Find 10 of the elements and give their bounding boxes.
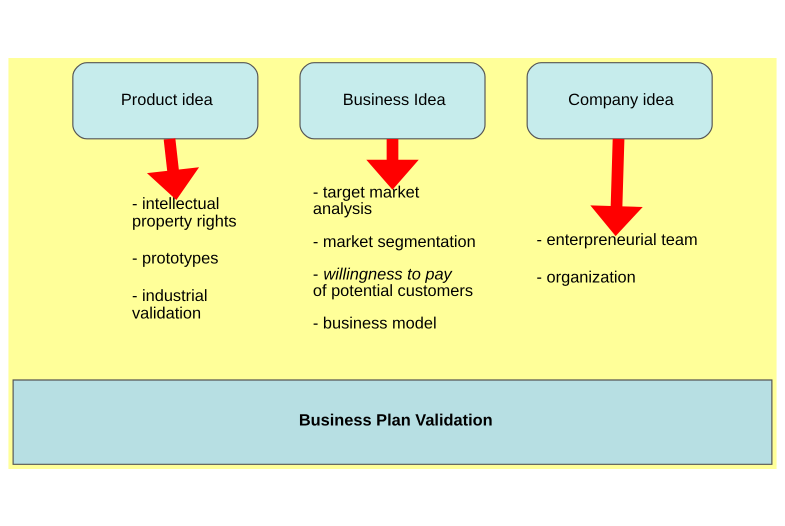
node-box: Business Idea <box>299 62 486 139</box>
node-box: Company idea <box>526 62 713 139</box>
node-box: Product idea <box>72 62 258 139</box>
node-text: - intellectual property rights - prototypes - industrial validation <box>132 194 237 322</box>
arrow <box>366 138 419 190</box>
node-text: - enterpreneurial team - organization <box>536 230 698 286</box>
arrow <box>146 138 200 200</box>
node-text: - target market analysis - market segmentation - willingness to pay of potential customers - business model <box>312 183 476 332</box>
node-box: Business Plan Validation <box>12 378 772 464</box>
arrow <box>590 138 643 236</box>
